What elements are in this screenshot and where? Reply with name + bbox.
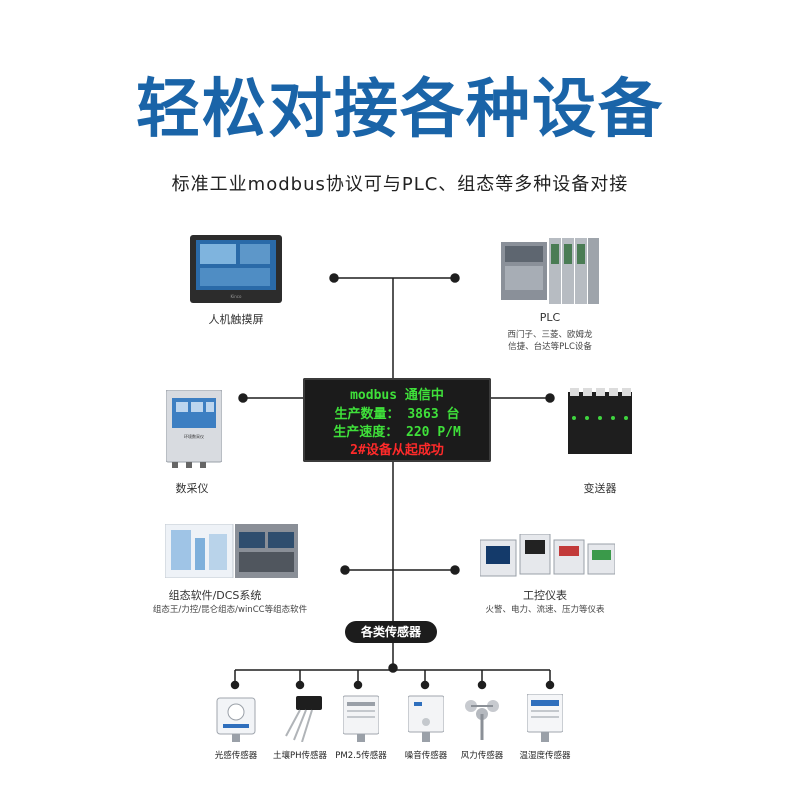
- led-line-4: 2#设备从起成功: [350, 443, 444, 458]
- meters-desc: 火警、电力、流速、压力等仪表: [485, 605, 605, 615]
- meters-label: 工控仪表: [523, 589, 567, 602]
- led-display: modbus 通信中 生产数量： 3863 台 生产速度： 220 P/M 2#…: [303, 378, 491, 462]
- sensor-label-noise: 噪音传感器: [404, 751, 448, 761]
- light-sensor-image: [215, 694, 257, 742]
- transmitter-image: [568, 388, 632, 458]
- plc-image: [501, 238, 599, 306]
- hmi-image: Kinco: [190, 235, 282, 303]
- sensor-label-soil-ph: 土壤PH传感器: [272, 751, 328, 761]
- collector-label: 数采仪: [175, 482, 209, 495]
- sensor-group-label: 各类传感器: [345, 621, 437, 643]
- pm25-sensor-image: [342, 694, 380, 742]
- plc-label: PLC: [539, 311, 561, 324]
- led-line-3: 生产速度： 220 P/M: [333, 425, 461, 440]
- soil-ph-sensor-image: [282, 696, 324, 743]
- led-line-2: 生产数量： 3863 台: [334, 407, 460, 422]
- wind-sensor-image: [463, 694, 501, 742]
- sensor-label-pm25: PM2.5传感器: [335, 751, 387, 761]
- page-title: 轻松对接各种设备: [136, 73, 664, 147]
- led-line-1: modbus 通信中: [350, 388, 444, 403]
- sensor-label-light: 光感传感器: [214, 751, 258, 761]
- page-subtitle: 标准工业modbus协议可与PLC、组态等多种设备对接: [171, 174, 629, 195]
- noise-sensor-image: [407, 694, 445, 742]
- scada-label: 组态软件/DCS系统: [168, 589, 262, 602]
- transmitter-label: 变送器: [583, 482, 617, 495]
- temp-humidity-sensor-image: [526, 693, 564, 742]
- scada-desc: 组态王/力控/昆仑组态/winCC等组态软件: [152, 605, 308, 615]
- collector-screen-text: 环境数采仪: [184, 433, 204, 439]
- plc-desc-2: 信捷、台达等PLC设备: [508, 342, 592, 352]
- collector-image: 环境数采仪: [165, 389, 223, 468]
- hmi-label: 人机触摸屏: [208, 313, 264, 326]
- sensor-label-wind: 风力传感器: [460, 751, 504, 761]
- scada-image: [164, 523, 298, 579]
- sensor-label-temp-humidity: 温湿度传感器: [519, 751, 571, 761]
- meters-image: [479, 533, 616, 580]
- hmi-brand: Kinco: [231, 294, 242, 299]
- plc-desc-1: 西门子、三菱、欧姆龙: [507, 330, 593, 340]
